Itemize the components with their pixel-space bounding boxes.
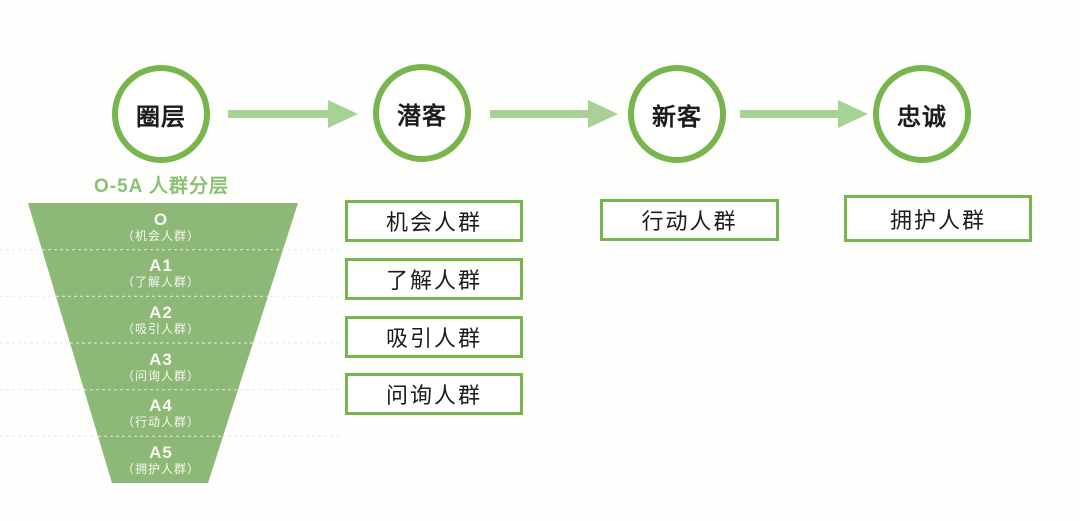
arrow-shaft	[490, 110, 588, 118]
segment-box-yonghu: 拥护人群	[844, 195, 1032, 242]
arrow-shaft	[740, 110, 838, 118]
stage-circle-qianke: 潜客	[373, 64, 471, 162]
stage-label-quanceng: 圈层	[136, 103, 186, 131]
arrow-head	[588, 100, 618, 128]
segment-label: 吸引人群	[385, 326, 482, 351]
arrow-head	[328, 100, 358, 128]
stage-circle-xinke: 新客	[628, 65, 726, 163]
arrow-right-icon-2	[490, 100, 618, 128]
stage-label-zhongcheng: 忠诚	[897, 103, 947, 131]
segment-box-jihui: 机会人群	[345, 200, 523, 242]
funnel-shape	[0, 203, 340, 483]
stage-label-xinke: 新客	[652, 103, 702, 131]
segment-label: 了解人群	[385, 268, 482, 293]
segment-box-wenxun: 问询人群	[345, 373, 523, 415]
arrow-right-icon-1	[228, 100, 358, 128]
segment-box-xiyin: 吸引人群	[345, 316, 523, 358]
segment-label: 问询人群	[385, 383, 482, 408]
arrow-shaft	[228, 110, 328, 118]
segment-label: 机会人群	[385, 210, 482, 235]
arrow-head	[838, 100, 868, 128]
segment-box-liaojie: 了解人群	[345, 258, 523, 300]
stage-circle-zhongcheng: 忠诚	[873, 65, 971, 163]
segment-label: 行动人群	[641, 209, 738, 234]
arrow-right-icon-3	[740, 100, 868, 128]
funnel-level-separators	[42, 249, 283, 437]
segment-box-xingdong: 行动人群	[600, 199, 779, 241]
segment-label: 拥护人群	[889, 207, 986, 233]
funnel-title: O-5A 人群分层	[94, 176, 229, 197]
stage-circle-quanceng: 圈层	[112, 65, 210, 163]
stage-label-qianke: 潜客	[397, 102, 447, 130]
